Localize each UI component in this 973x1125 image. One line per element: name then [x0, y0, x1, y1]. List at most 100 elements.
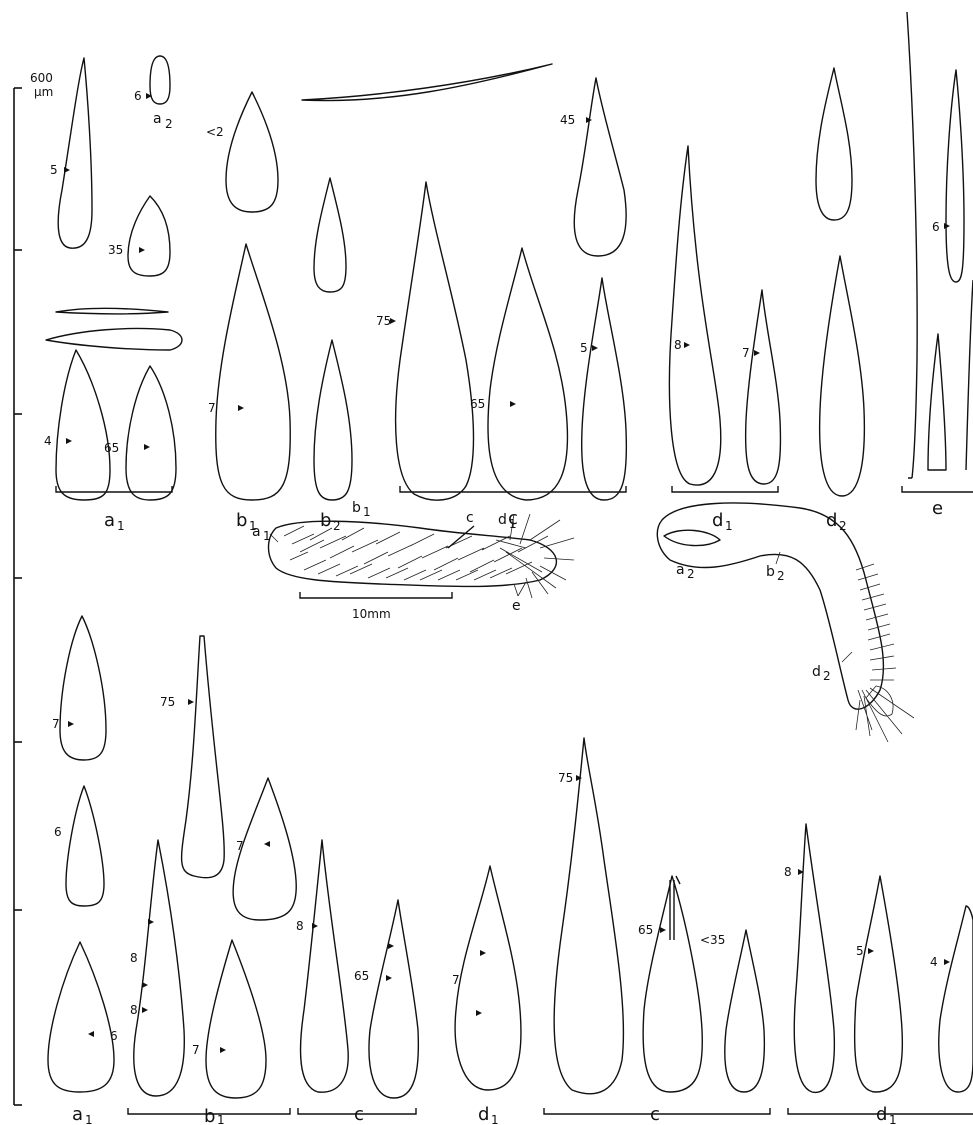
- arrow-marker: [144, 444, 150, 450]
- side-label-d2-sub: 2: [823, 669, 831, 683]
- scale-outline: [855, 876, 903, 1092]
- arrow-marker: [64, 167, 70, 173]
- group-label-d1-sub: 1: [725, 519, 733, 533]
- scale-outline: [554, 738, 623, 1094]
- scale-outline: [302, 64, 552, 101]
- scale-outline: [725, 930, 765, 1092]
- arrow-marker: [142, 982, 148, 988]
- scale-outline: [816, 68, 852, 220]
- scale-outline: [126, 366, 176, 500]
- arrow-marker: [142, 1007, 148, 1013]
- leg-label-c: c: [466, 510, 474, 526]
- value-label: 8: [296, 919, 304, 933]
- arrow-marker: [480, 950, 486, 956]
- scale-outline: [60, 616, 106, 760]
- arrow-marker: [68, 721, 74, 727]
- group-c-top: 75 65 5 45: [376, 78, 626, 500]
- arrow-marker: [66, 438, 72, 444]
- side-hair-field: [856, 564, 914, 742]
- arrow-marker: [754, 350, 760, 356]
- arrow-marker: [312, 923, 318, 929]
- value-label: <2: [206, 125, 224, 139]
- arrow-marker: [264, 841, 270, 847]
- scale-outline: [669, 146, 720, 485]
- scale-outline: [946, 70, 964, 282]
- value-label: 45: [560, 113, 575, 127]
- scale-outline: [182, 636, 225, 878]
- scale-outline: [488, 248, 568, 500]
- scale-outline: [66, 786, 104, 906]
- scale-outline: [56, 308, 168, 314]
- value-label: 75: [558, 771, 573, 785]
- group-label-a1: a: [72, 1104, 83, 1125]
- label-a2-sub: 2: [165, 117, 173, 131]
- group-label-d1: d: [478, 1104, 489, 1125]
- group-b1-top: <2 7: [206, 64, 552, 500]
- leg-label-e: e: [512, 598, 521, 614]
- value-label: 65: [354, 969, 369, 983]
- side-label-a2-sub: 2: [687, 567, 695, 581]
- value-label: 65: [104, 441, 119, 455]
- value-label: 75: [160, 695, 175, 709]
- arrow-marker: [386, 975, 392, 981]
- scale-outline: [301, 840, 349, 1092]
- scale-outline: [226, 92, 278, 212]
- side-label-b2: b: [766, 564, 775, 580]
- value-label: 35: [108, 243, 123, 257]
- scale-outline: [314, 178, 346, 292]
- arrow-marker: [188, 699, 194, 705]
- side-label-a2: a: [676, 562, 685, 578]
- arrow-marker: [576, 775, 582, 781]
- leg-scale-bar: [300, 592, 452, 598]
- scale-outline: [794, 824, 834, 1092]
- side-label-d2: d: [812, 664, 821, 680]
- leg-drawing: a 1 b 1 c d 1 e 10mm: [252, 500, 574, 621]
- value-label: 8: [784, 865, 792, 879]
- top-group-labels: a 1 b 1 b 2 c d 1 d 2 e: [104, 498, 943, 533]
- scale-outline: [574, 78, 626, 256]
- scale-value: 600: [30, 71, 53, 85]
- group-e-top: 6: [902, 12, 973, 492]
- arrow-marker: [476, 1010, 482, 1016]
- group-bracket: [56, 486, 172, 492]
- arrow-marker: [148, 919, 154, 925]
- arrow-marker: [944, 223, 950, 229]
- scale-outline: [48, 942, 114, 1092]
- value-label: 8: [130, 1003, 138, 1017]
- group-label-d1b-sub: 1: [889, 1113, 897, 1125]
- value-label: 5: [580, 341, 588, 355]
- arrow-marker: [388, 943, 394, 949]
- scale-outline: [56, 350, 110, 500]
- arrow-marker: [220, 1047, 226, 1053]
- group-d1-top: 8 7: [669, 146, 780, 492]
- side-view-drawing: a 2 b 2 d 2: [657, 503, 914, 742]
- group-bracket: [902, 486, 973, 492]
- arrow-marker: [88, 1031, 94, 1037]
- scale-outline: [369, 900, 418, 1098]
- leg-label-d1-sub: 1: [509, 517, 517, 531]
- scale-outline: [128, 196, 170, 276]
- scale-unit: μm: [34, 85, 53, 99]
- group-label-a1: a: [104, 510, 115, 531]
- value-label: <35: [700, 933, 725, 947]
- group-label-a1-sub: 1: [85, 1113, 93, 1125]
- group-d2-top: [816, 68, 864, 496]
- scale-outline: [907, 12, 917, 478]
- scale-outline: [134, 840, 185, 1096]
- arrow-marker: [944, 959, 950, 965]
- group-label-b1: b: [236, 510, 247, 531]
- arrow-marker: [868, 948, 874, 954]
- group-c-bottom: 8 65: [296, 840, 418, 1114]
- leg-label-b1: b: [352, 500, 361, 516]
- scale-outline: [939, 906, 973, 1092]
- value-label: 7: [236, 839, 244, 853]
- leg-outline: [269, 521, 557, 586]
- value-label: 7: [452, 973, 460, 987]
- leg-label-a1: a: [252, 524, 261, 540]
- scale-bar: 600 μm: [14, 71, 53, 1105]
- scale-outline: [314, 340, 352, 500]
- group-c2-bottom: 75 65 <35: [544, 738, 770, 1114]
- arrow-marker: [238, 405, 244, 411]
- scale-outline: [46, 328, 182, 350]
- scale-outline: [582, 278, 627, 500]
